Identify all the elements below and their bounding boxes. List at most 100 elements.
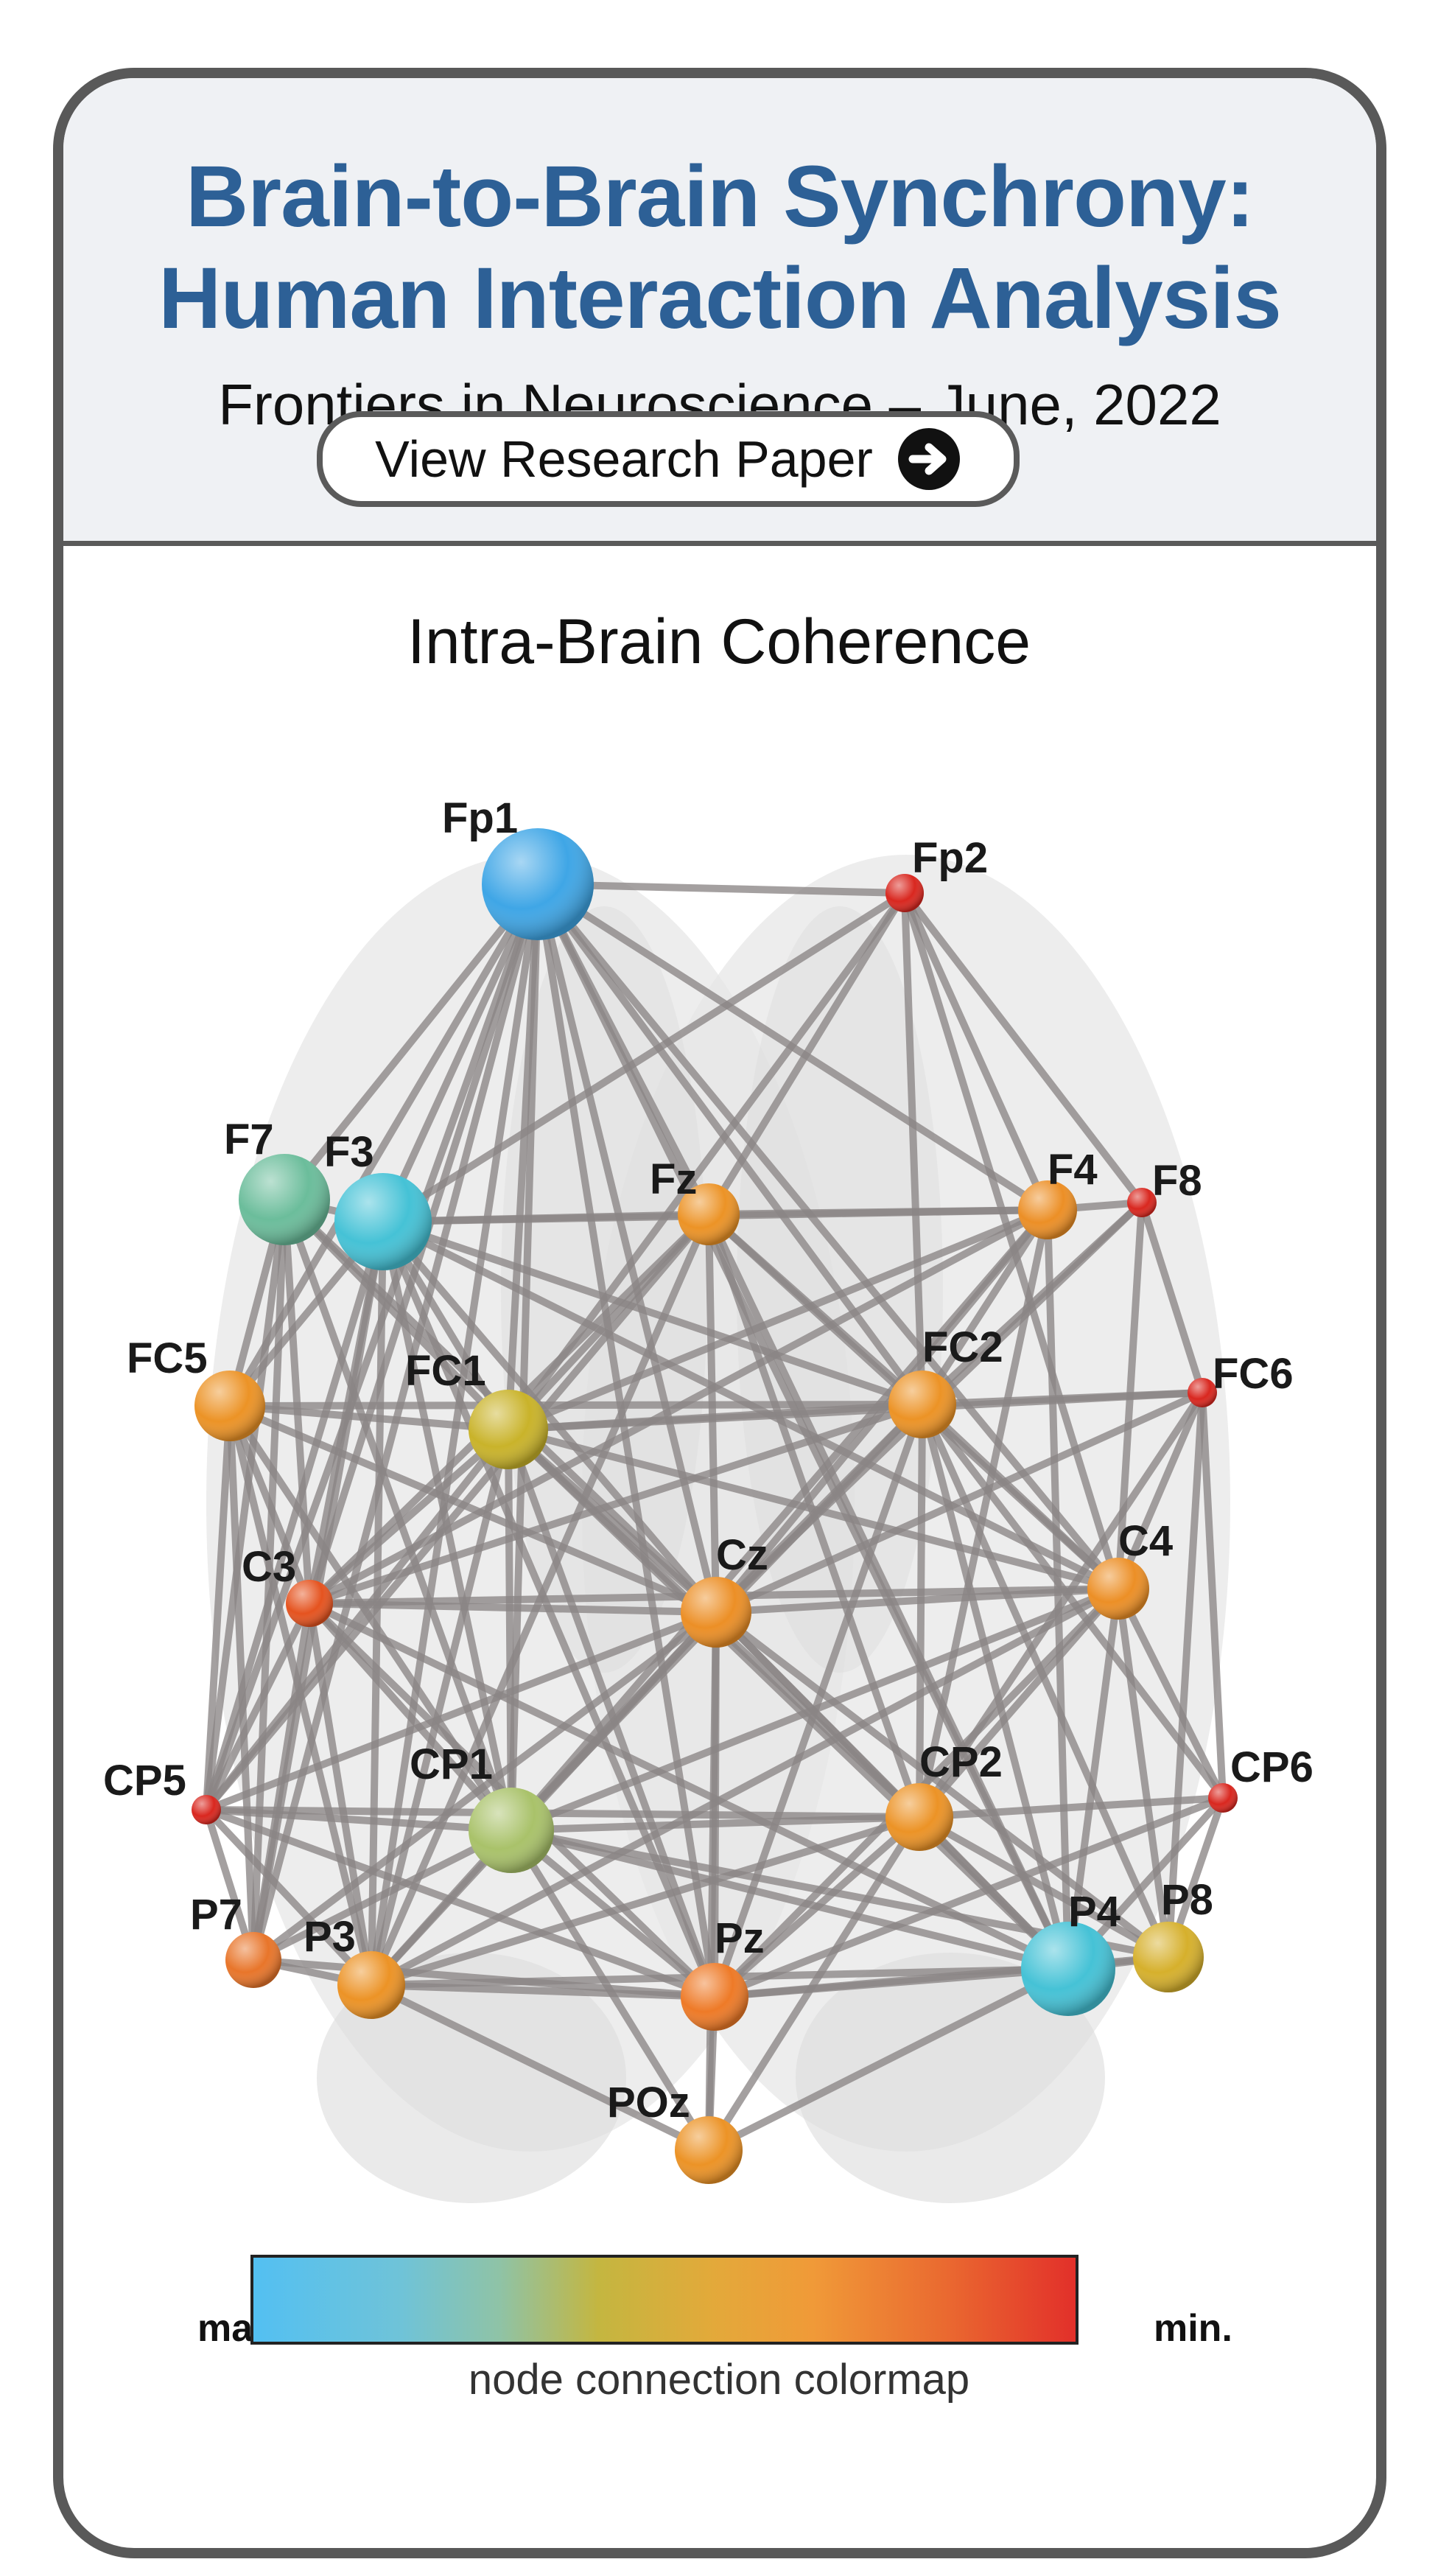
edge-cp6-pz [711,1794,1227,2001]
edge-p3-poz [368,1981,712,2154]
title-line-2: Human Interaction Analysis [158,250,1282,347]
edge-f7-cp5 [203,1196,288,1813]
label-cz: Cz [716,1531,768,1579]
label-poz: POz [607,2079,690,2127]
edge-fp1-cp5 [203,881,541,1813]
diagram-title: Intra-Brain Coherence [407,606,1031,677]
edge-fp2-fc2 [901,889,926,1408]
edge-fc5-p7 [226,1402,257,1964]
edge-fc5-cp1 [226,1402,515,1834]
label-fz: Fz [650,1155,697,1203]
node-fp1 [482,828,594,940]
edge-fc5-cz [226,1402,720,1616]
edge-fc2-c4 [919,1401,1122,1592]
card-header: Brain-to-Brain Synchrony: Human Interact… [63,78,1376,546]
edge-fc2-fc6 [919,1389,1206,1408]
edge-f4-cp1 [508,1206,1051,1834]
edge-fp1-cp1 [508,881,541,1834]
node-c4 [1087,1558,1149,1620]
edge-fc6-cz [712,1389,1206,1616]
edge-cp5-p3 [203,1806,375,1989]
edge-fc6-p8 [1165,1389,1206,1961]
edge-f4-fc2 [919,1206,1051,1408]
node-cp5 [192,1795,221,1824]
edge-cz-p7 [250,1609,720,1964]
edge-fc5-fc2 [226,1401,926,1410]
edge-fc6-c4 [1115,1389,1206,1592]
node-cp1 [469,1788,554,1873]
label-f4: F4 [1048,1146,1098,1194]
edge-fp2-f3 [379,889,908,1225]
edge-cp5-pz [203,1806,718,2001]
node-c3 [286,1580,333,1627]
node-f7 [239,1154,330,1245]
edge-fp2-fz [705,889,908,1218]
label-fp2: Fp2 [912,834,988,882]
label-f7: F7 [224,1116,274,1163]
label-p4: P4 [1068,1888,1120,1936]
edge-cp5-cp2 [203,1806,923,1821]
edge-fc2-cp6 [919,1401,1227,1802]
title-line-1: Brain-to-Brain Synchrony: [185,148,1255,245]
node-p3 [337,1951,405,2019]
edge-fc2-pz [711,1401,926,2001]
edge-fp1-f3 [379,881,541,1225]
label-p7: P7 [190,1891,242,1939]
label-fc5: FC5 [127,1334,208,1382]
label-fc1: FC1 [405,1347,486,1395]
edge-cz-cp5 [203,1609,720,1813]
edge-fp1-f7 [281,881,541,1203]
edge-f3-cp5 [203,1218,387,1813]
electrode-nodes [192,828,1238,2184]
label-p8: P8 [1161,1876,1213,1924]
node-p8 [1133,1922,1204,1992]
edge-fp2-f8 [901,889,1146,1206]
edge-c3-cp5 [203,1600,313,1813]
view-research-paper-button[interactable]: View Research Paper [317,411,1020,507]
edge-fp2-f4 [901,889,1051,1214]
edge-fp2-c4 [901,889,1122,1592]
label-cp6: CP6 [1230,1743,1314,1791]
colormap-caption: node connection colormap [468,2356,970,2404]
node-cp6 [1208,1783,1238,1813]
edge-p4-poz [705,1965,1072,2154]
edge-cp1-cp2 [508,1813,923,1834]
label-fp1: Fp1 [442,794,518,842]
edge-fc5-fc1 [226,1402,512,1433]
edge-fp1-cz [534,881,720,1616]
label-cp2: CP2 [919,1738,1003,1786]
edge-cp2-p8 [916,1813,1172,1961]
label-f8: F8 [1152,1157,1202,1205]
node-fz [678,1183,740,1245]
edge-cp2-cp6 [916,1794,1227,1821]
node-poz [675,2116,743,2184]
node-p7 [225,1932,281,1988]
arrow-right-circle-icon [897,428,960,490]
node-cp2 [885,1783,953,1851]
edge-f3-fc2 [379,1218,926,1408]
edge-fc2-cp2 [916,1401,926,1821]
edge-fc5-c3 [226,1402,313,1607]
node-pz [681,1963,748,2031]
edge-c4-p8 [1115,1585,1172,1961]
node-fc6 [1188,1378,1217,1407]
node-fc1 [469,1390,548,1469]
label-p3: P3 [304,1913,356,1961]
page-title: Brain-to-Brain Synchrony: Human Interact… [63,146,1376,349]
label-c3: C3 [242,1543,296,1591]
edge-c4-cp6 [1115,1585,1227,1802]
edge-fc6-cp6 [1199,1389,1227,1802]
edge-cp2-poz [705,1813,923,2154]
node-fp2 [885,874,924,912]
colormap-min-label: min. [1154,2307,1232,2350]
edge-cz-c4 [712,1585,1122,1616]
node-f4 [1018,1180,1077,1239]
edge-fp1-fc2 [534,881,926,1408]
label-f3: F3 [324,1128,374,1176]
edge-cp1-p4 [508,1827,1072,1973]
edge-f8-fc6 [1138,1199,1206,1396]
edge-cp2-p3 [368,1813,923,1989]
edge-fp1-p3 [368,881,541,1989]
